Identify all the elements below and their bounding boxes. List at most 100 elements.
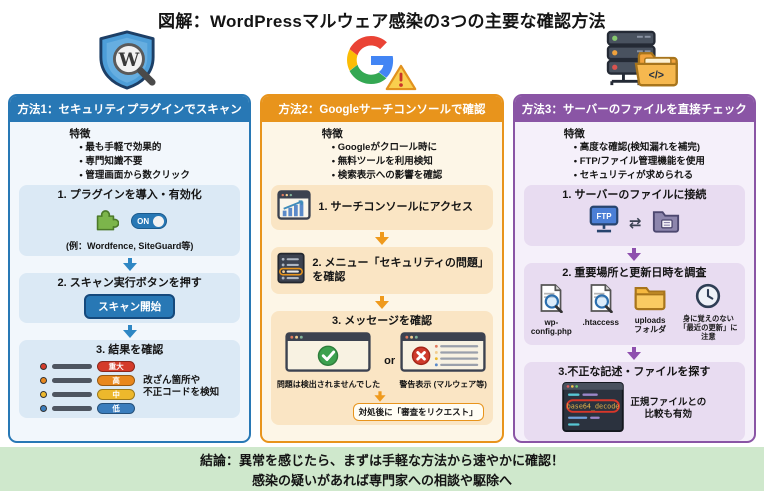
down-arrow-icon (122, 324, 138, 338)
severity-row-medium: 中 (40, 388, 136, 400)
features-label: 特徴 (321, 128, 343, 140)
method1-step3-box: 3. 結果を確認 重大 高 (19, 339, 241, 418)
compare-note: 正規ファイルとの 比較も有効 (630, 397, 707, 421)
method2-panel: 方法2：Googleサーチコンソールで確認 特徴 Googleがクロール時に 無… (260, 94, 504, 443)
severity-row-low: 低 (40, 402, 136, 414)
wp-config-item: wp-config.php (529, 283, 574, 337)
method3-step2-box: 2. 重要場所と更新日時を調査 wp-config.p (523, 263, 745, 346)
feature-item: 最も手軽で効果的 (79, 141, 189, 155)
step-title: 2. スキャン実行ボタンを押す (57, 277, 202, 290)
file-label: .htaccess (582, 317, 619, 327)
google-warning-icon (255, 30, 510, 91)
severity-row-high: 高 (40, 374, 136, 386)
step-title: 3. メッセージを確認 (331, 315, 432, 328)
no-issues-label: 問題は検出されませんでした (276, 380, 381, 390)
feature-item: 検索表示への影響を確認 (332, 169, 443, 183)
file-search-icon (588, 283, 614, 318)
method3-panel: 方法3：サーバーのファイルを直接チェック 特徴 高度な確認(検知漏れを補完) F… (512, 94, 756, 443)
severity-badge: 低 (97, 402, 136, 414)
feature-item: 管理画面から数クリック (79, 169, 190, 183)
request-review-box: 対処後に「審査をリクエスト」 (352, 403, 484, 422)
clock-icon (695, 283, 721, 314)
folder-label: uploads フォルダ (634, 315, 667, 335)
toggle-label: ON (137, 216, 150, 226)
severity-bar (52, 391, 93, 397)
svg-text:</>: </> (648, 69, 663, 81)
down-arrow-icon (122, 258, 138, 272)
warning-window-icon (399, 332, 487, 377)
page-title: 図解：WordPressマルウェア感染の3つの主要な確認方法 (158, 12, 606, 31)
plugin-example-note: (例：Wordfence, SiteGuard等) (65, 241, 194, 252)
scan-start-button[interactable]: スキャン開始 (84, 293, 176, 319)
severity-bar (52, 377, 93, 383)
method3-step1-box: 1. サーバーのファイルに接続 FTP ⇄ (523, 185, 745, 247)
svg-text:base64_decode: base64_decode (567, 402, 620, 410)
down-arrow-icon (626, 347, 642, 361)
method3-step3-box: 3.不正な記述・ファイルを探す base64_decode (523, 362, 745, 441)
severity-dot (40, 362, 48, 370)
transfer-arrows-icon: ⇄ (629, 214, 642, 232)
uploads-folder-item: uploads フォルダ (627, 283, 672, 335)
method1-features: 特徴 最も手軽で効果的 専門知識不要 管理画面から数クリック (69, 122, 189, 185)
method2-features: 特徴 Googleがクロール時に 無料ツールを利用検知 検索表示への影響を確認 (322, 122, 442, 185)
step-title: 3.不正な記述・ファイルを探す (558, 366, 711, 379)
file-search-icon (538, 283, 564, 318)
step-title: 1. サーバーのファイルに接続 (562, 189, 707, 202)
step-title: 2. メニュー「セキュリティの問題」を確認 (312, 257, 484, 283)
down-arrow-icon (626, 248, 642, 262)
step-title: 3. 結果を確認 (96, 343, 164, 356)
method2-header: 方法2：Googleサーチコンソールで確認 (262, 96, 502, 122)
severity-badge: 高 (97, 374, 136, 386)
method2-step2-box: 2. メニュー「セキュリティの問題」を確認 (271, 247, 493, 295)
down-arrow-icon (374, 296, 390, 310)
method1-step2-box: 2. スキャン実行ボタンを押す スキャン開始 (19, 273, 241, 323)
down-arrow-icon (374, 391, 387, 402)
uploads-folder-icon (633, 283, 667, 316)
shield-wordpress-magnifier-icon: W (0, 30, 255, 90)
step-title: 1. サーチコンソールにアクセス (318, 200, 474, 213)
on-toggle[interactable]: ON (131, 213, 168, 230)
warning-label: 警告表示 (マルウェア等) (399, 380, 487, 390)
detection-note: 改ざん箇所や 不正コードを検知 (143, 374, 220, 399)
severity-list: 重大 高 中 (40, 360, 136, 414)
infographic-page: 図解：WordPressマルウェア感染の3つの主要な確認方法 W (0, 0, 764, 426)
severity-bar (52, 405, 93, 411)
feature-item: FTP/ファイル管理機能を使用 (574, 155, 705, 169)
feature-item: 無料ツールを利用検知 (332, 155, 442, 169)
svg-text:FTP: FTP (597, 212, 613, 221)
severity-bar (52, 363, 93, 369)
feature-item: セキュリティが求められる (574, 169, 705, 183)
conclusion-line1: 結論：異常を感じたら、まずは手軽な方法から速やかに確認！ (199, 452, 564, 468)
plugin-puzzle-icon (92, 205, 120, 237)
severity-dot (40, 390, 48, 398)
severity-badge: 重大 (97, 360, 136, 372)
or-label: or (384, 355, 396, 368)
features-label: 特徴 (563, 128, 585, 140)
severity-badge: 中 (97, 388, 136, 400)
recent-updates-item: 身に覚えのない 「最近の更新」に注意 (677, 283, 740, 341)
method1-header: 方法1：セキュリティプラグインでスキャン (10, 96, 250, 122)
feature-item: Googleがクロール時に (332, 141, 442, 155)
severity-row-critical: 重大 (40, 360, 136, 372)
feature-item: 高度な確認(検知漏れを補完) (574, 141, 705, 155)
code-editor-window-icon: base64_decode (562, 381, 625, 437)
method2-step1-box: 1. サーチコンソールにアクセス (271, 185, 493, 231)
feature-item: 専門知識不要 (79, 155, 189, 169)
method1-step1-box: 1. プラグインを導入・有効化 ON (例：Wordfence, SiteGua… (19, 185, 241, 257)
step-title: 1. プラグインを導入・有効化 (57, 189, 202, 202)
step-title: 2. 重要場所と更新日時を調査 (562, 267, 707, 280)
server-folder-icon (651, 207, 681, 238)
recent-updates-note: 身に覚えのない 「最近の更新」に注意 (679, 313, 738, 342)
file-label: wp-config.php (530, 317, 572, 337)
server-files-icon: </> (509, 30, 764, 90)
method1-panel: 方法1：セキュリティプラグインでスキャン 特徴 最も手軽で効果的 専門知識不要 … (8, 94, 252, 443)
features-label: 特徴 (69, 128, 91, 140)
no-issues-window-icon (284, 332, 372, 377)
down-arrow-icon (374, 232, 390, 246)
ftp-monitor-icon: FTP (588, 205, 620, 240)
conclusion-line2: 感染の疑いがあれば専門家への相談や駆除へ (251, 473, 512, 489)
security-issues-menu-icon (277, 252, 305, 289)
method2-step3-box: 3. メッセージを確認 問題は検出されませんでした (271, 311, 493, 426)
toggle-knob (153, 215, 165, 227)
severity-dot (40, 376, 48, 384)
